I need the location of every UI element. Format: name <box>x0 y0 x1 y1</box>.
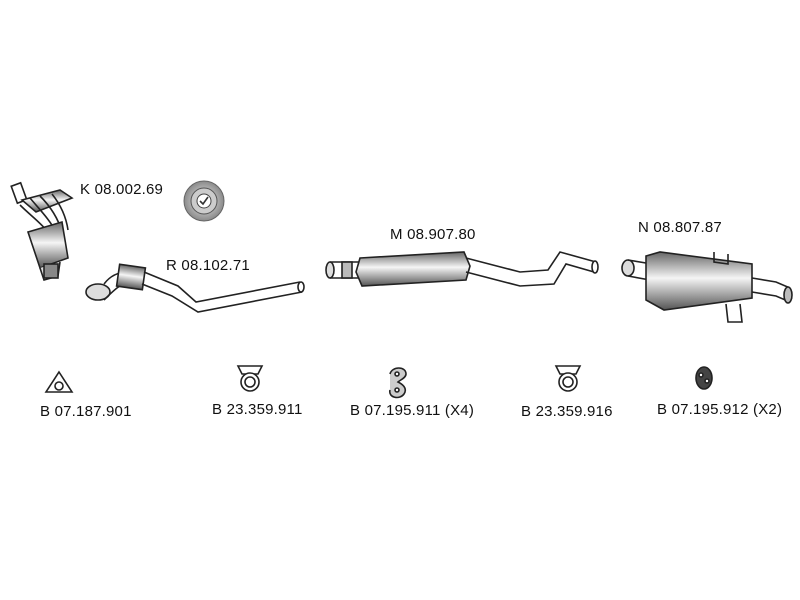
quality-seal-icon <box>183 180 225 222</box>
front-pipe-code: R 08.102.71 <box>166 257 250 274</box>
middle-silencer <box>325 251 599 287</box>
mounting-code: B 23.359.911 <box>212 401 303 418</box>
mounting-code: B 07.195.912 (X2) <box>657 401 783 418</box>
mounting-code: B 23.359.916 <box>521 403 613 420</box>
front-pipe <box>85 263 305 313</box>
catalyst-manifold <box>10 181 74 281</box>
mounting-code: B 07.195.911 (X4) <box>350 402 475 419</box>
rubber-ring-icon <box>695 366 713 390</box>
rear-silencer-code: N 08.807.87 <box>638 219 722 236</box>
middle-silencer-code: M 08.907.80 <box>390 226 476 243</box>
rear-silencer <box>621 251 793 323</box>
rubber-hanger-icon <box>389 367 407 399</box>
pipe-clamp-icon <box>236 365 264 392</box>
pipe-clamp-icon <box>554 365 582 392</box>
catalyst-code: K 08.002.69 <box>80 181 164 198</box>
mounting-code: B 07.187.901 <box>40 403 132 420</box>
triangle-gasket-icon <box>44 370 74 393</box>
